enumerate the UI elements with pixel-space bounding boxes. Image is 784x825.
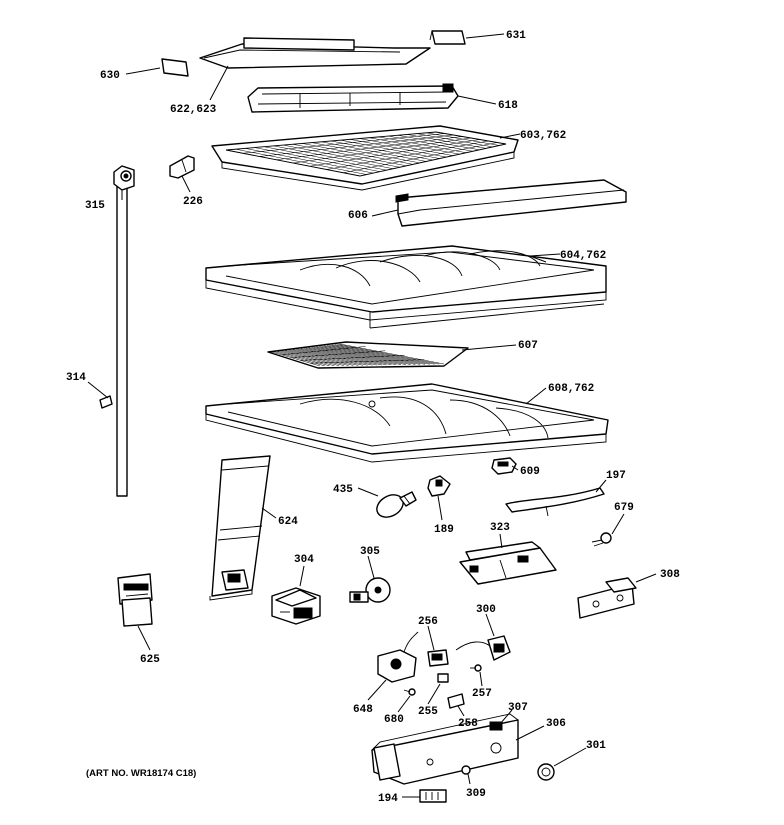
- part-226: [169, 155, 195, 179]
- label-305: 305: [360, 546, 380, 558]
- label-604-762: 604,762: [560, 250, 606, 262]
- part-304: [271, 587, 321, 625]
- label-315: 315: [85, 200, 105, 212]
- part-189: [427, 475, 451, 497]
- part-256: [427, 649, 449, 667]
- part-258: [447, 693, 465, 709]
- part-305: [349, 577, 391, 603]
- part-648: [377, 631, 419, 683]
- label-631: 631: [506, 30, 526, 42]
- part-603-762: [211, 125, 519, 191]
- part-631: [429, 30, 466, 45]
- part-308: [577, 577, 637, 619]
- label-679: 679: [614, 502, 634, 514]
- part-194: [419, 789, 447, 803]
- part-609: [491, 457, 517, 475]
- label-607: 607: [518, 340, 538, 352]
- label-618: 618: [498, 100, 518, 112]
- label-300: 300: [476, 604, 496, 616]
- part-301: [537, 763, 555, 781]
- label-226: 226: [183, 196, 203, 208]
- part-604-762: [205, 245, 607, 329]
- art-number: (ART NO. WR18174 C18): [86, 768, 196, 779]
- part-608-762: [205, 383, 609, 463]
- part-300: [455, 635, 511, 661]
- part-607: [267, 341, 469, 369]
- label-680: 680: [384, 714, 404, 726]
- callout-labels: 631 630 622,623 618 603,762 315 226 606 …: [66, 30, 680, 805]
- label-301: 301: [586, 740, 606, 752]
- label-323: 323: [490, 522, 510, 534]
- label-309: 309: [466, 788, 486, 800]
- label-307: 307: [508, 702, 528, 714]
- part-625: [117, 573, 153, 627]
- part-606: [395, 179, 627, 227]
- label-625: 625: [140, 654, 160, 666]
- label-606: 606: [348, 210, 368, 222]
- label-608-762: 608,762: [548, 383, 594, 395]
- part-624: [209, 455, 271, 601]
- label-624: 624: [278, 516, 298, 528]
- label-308: 308: [660, 569, 680, 581]
- part-630: [161, 58, 189, 77]
- label-197: 197: [606, 470, 626, 482]
- label-257: 257: [472, 688, 492, 700]
- part-309: [461, 765, 471, 775]
- part-306: [371, 713, 519, 785]
- label-630: 630: [100, 70, 120, 82]
- label-255: 255: [418, 706, 438, 718]
- label-622-623: 622,623: [170, 104, 217, 116]
- label-603-762: 603,762: [520, 130, 566, 142]
- part-622-623: [199, 37, 431, 69]
- label-648: 648: [353, 704, 373, 716]
- leader-lines: [87, 33, 657, 798]
- label-189: 189: [434, 524, 454, 536]
- label-609: 609: [520, 466, 540, 478]
- part-680: [403, 688, 416, 696]
- label-304: 304: [294, 554, 314, 566]
- label-258: 258: [458, 718, 478, 730]
- label-194: 194: [378, 793, 398, 805]
- label-306: 306: [546, 718, 566, 730]
- part-257: [470, 664, 482, 672]
- label-435: 435: [333, 484, 353, 496]
- part-255: [437, 673, 449, 683]
- label-314: 314: [66, 372, 86, 384]
- part-314-315-rod: [99, 165, 135, 497]
- part-618: [247, 83, 459, 113]
- part-679: [591, 532, 612, 547]
- part-435: [376, 491, 417, 518]
- label-256: 256: [418, 616, 438, 628]
- part-197: [505, 487, 605, 517]
- part-323: [459, 541, 557, 585]
